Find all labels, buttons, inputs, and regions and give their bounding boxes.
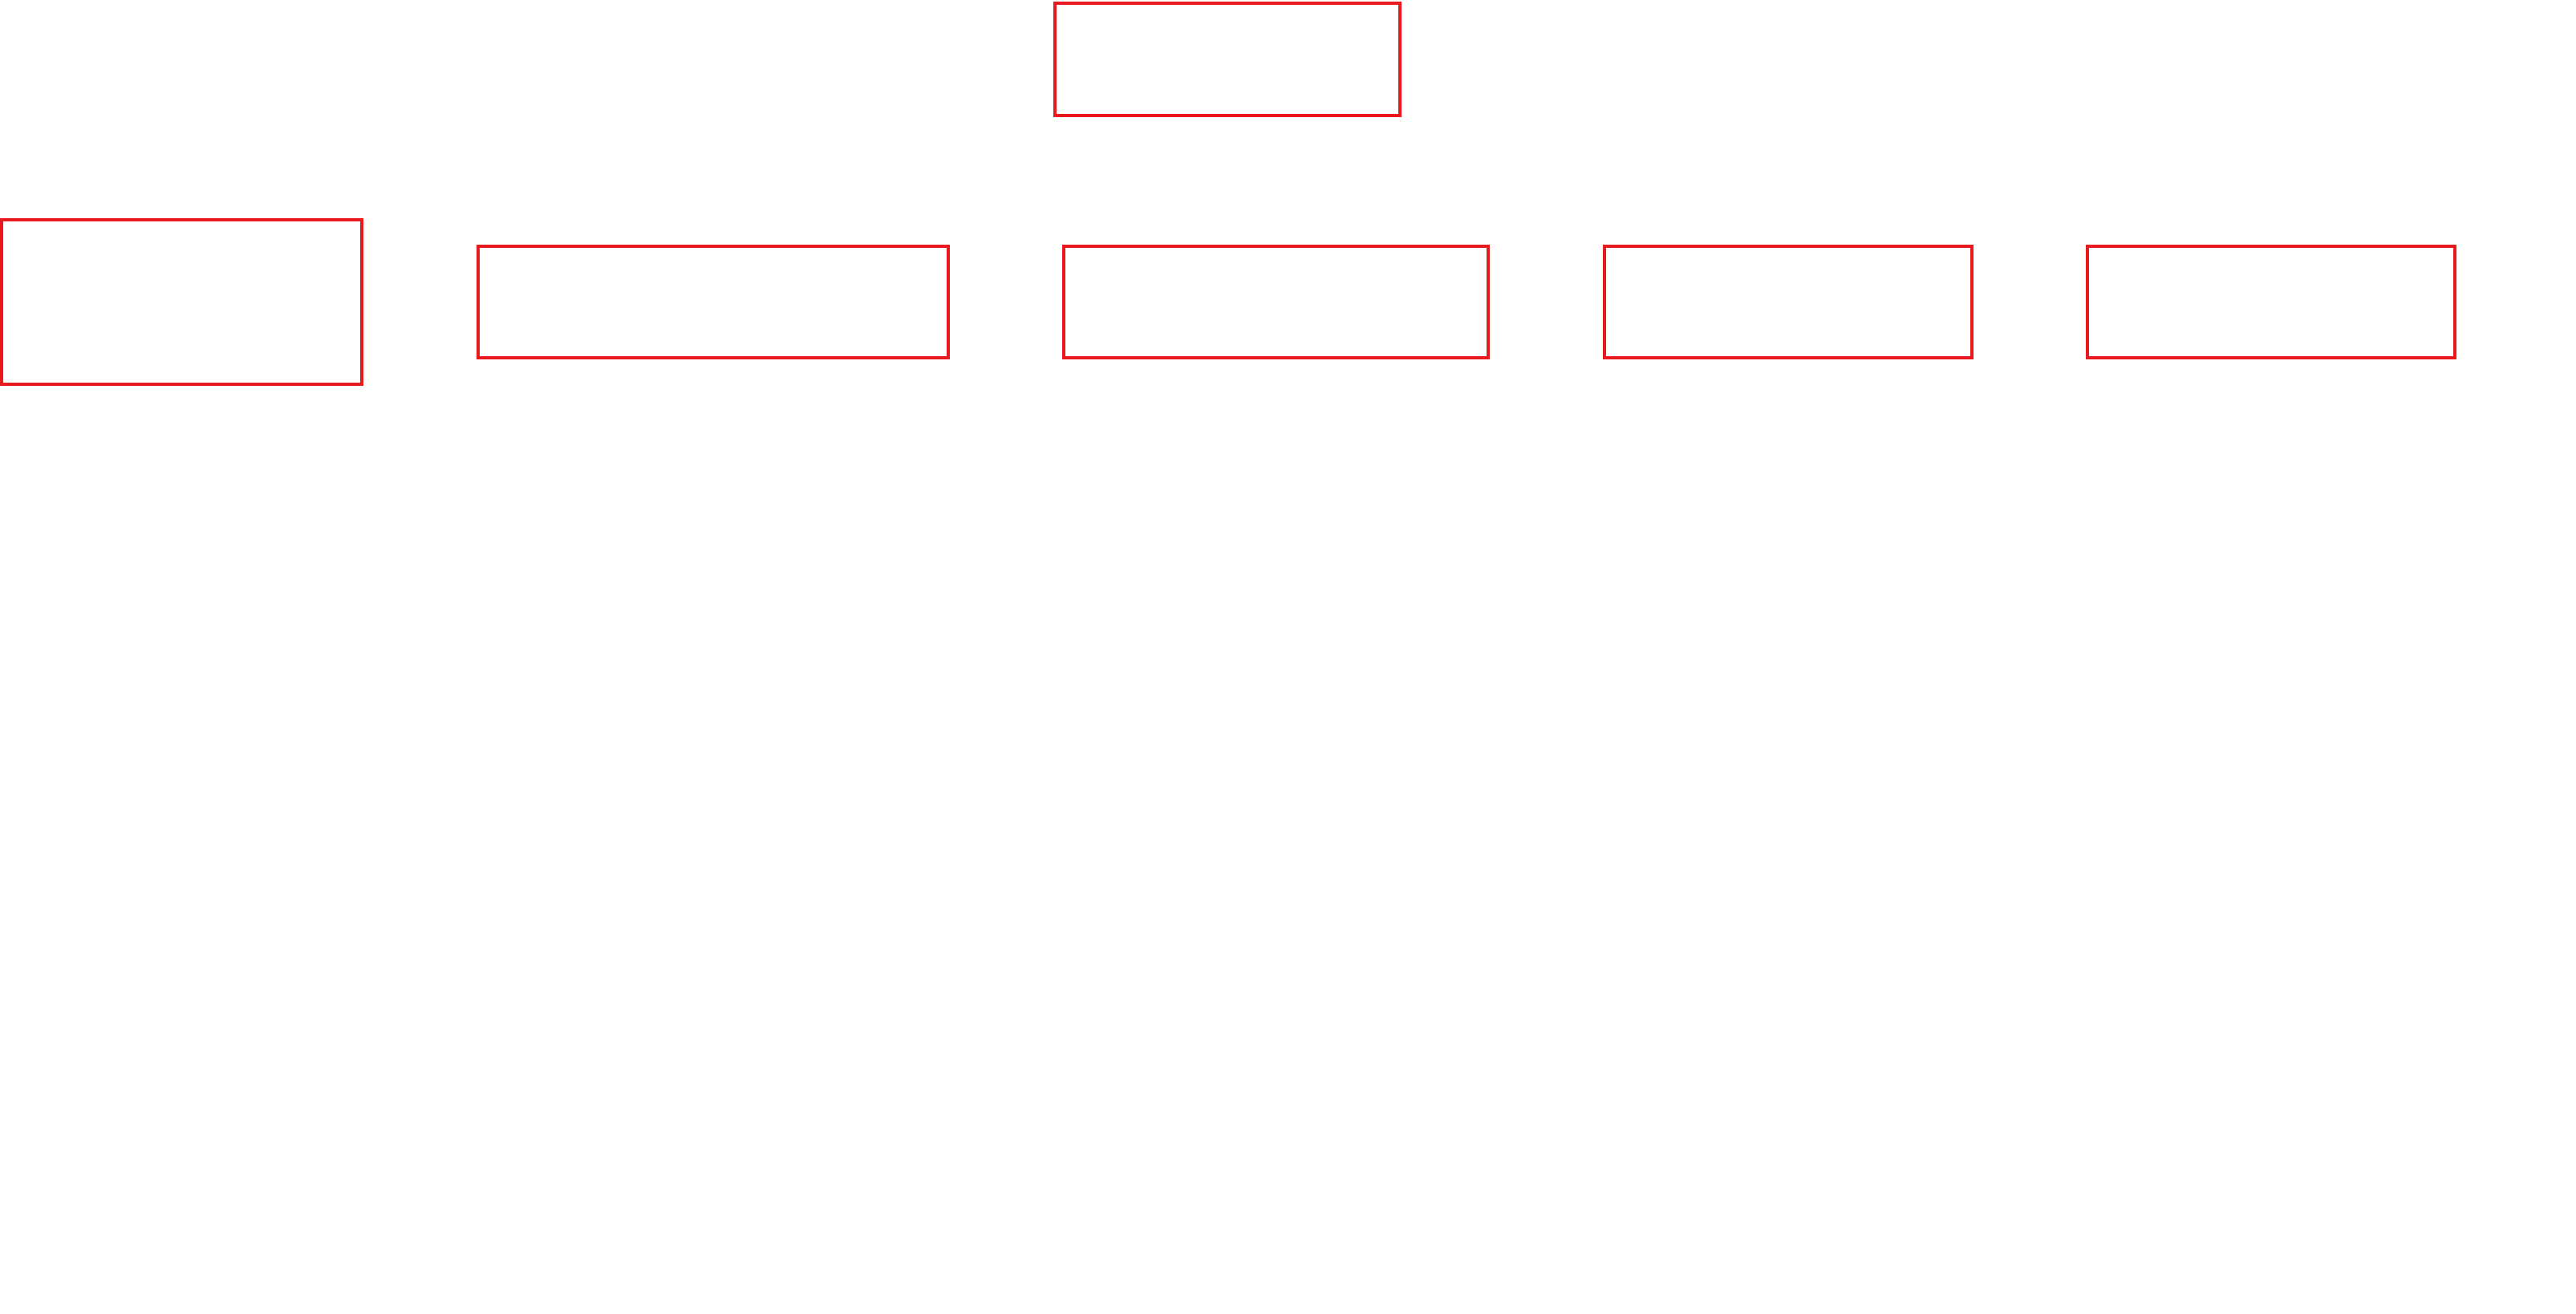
row-box-1 — [477, 245, 950, 359]
row-box-2 — [1062, 245, 1490, 359]
row-box-3 — [1603, 245, 1974, 359]
row-box-4 — [2086, 245, 2456, 359]
left-box — [0, 218, 363, 386]
top-box — [1053, 2, 1402, 117]
